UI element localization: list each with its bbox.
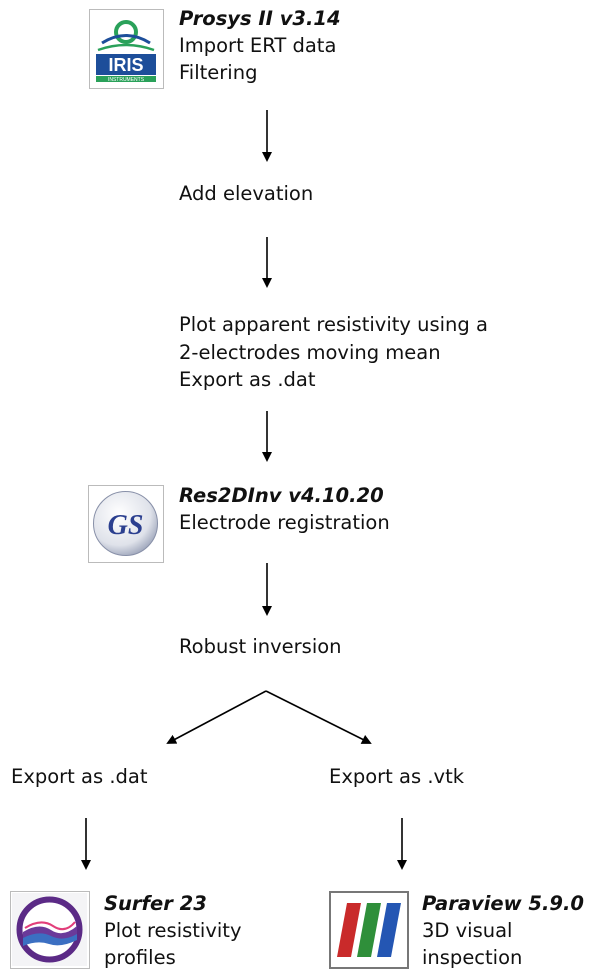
res2dinv-title: Res2DInv v4.10.20 [179, 484, 384, 507]
surfer-title: Surfer 23 [104, 892, 207, 915]
paraview-step-line-1: 3D visual [422, 919, 513, 942]
iris-instruments-logo: IRIS INSTRUMENTS [89, 9, 164, 89]
step-plot-line-3: Export as .dat [179, 368, 316, 391]
prosys-title: Prosys II v3.14 [179, 7, 341, 30]
logo-lettering: IRIS [108, 55, 143, 75]
logo-sub-lettering: INSTRUMENTS [108, 77, 145, 83]
paraview-step-line-2: inspection [422, 946, 523, 969]
res2dinv-geotomo-logo: GS [88, 485, 164, 563]
arrow-robust-to-export-vtk [265, 690, 372, 744]
step-export-dat: Export as .dat [11, 765, 148, 788]
arrow-robust-to-export-dat [166, 690, 267, 744]
paraview-logo [329, 891, 409, 969]
prosys-step-filtering: Filtering [179, 61, 258, 84]
step-plot-line-2: 2-electrodes moving mean [179, 341, 441, 364]
step-export-vtk: Export as .vtk [329, 765, 465, 788]
paraview-title: Paraview 5.9.0 [422, 892, 584, 915]
step-plot-line-1: Plot apparent resistivity using a [179, 313, 488, 336]
surfer-step-line-2: profiles [104, 946, 176, 969]
step-robust-inversion: Robust inversion [179, 635, 342, 658]
step-add-elevation: Add elevation [179, 182, 314, 205]
surfer-logo [10, 891, 90, 969]
res2dinv-step-registration: Electrode registration [179, 511, 390, 534]
logo-lettering: GS [108, 510, 144, 541]
surfer-step-line-1: Plot resistivity [104, 919, 242, 942]
prosys-step-import: Import ERT data [179, 34, 337, 57]
